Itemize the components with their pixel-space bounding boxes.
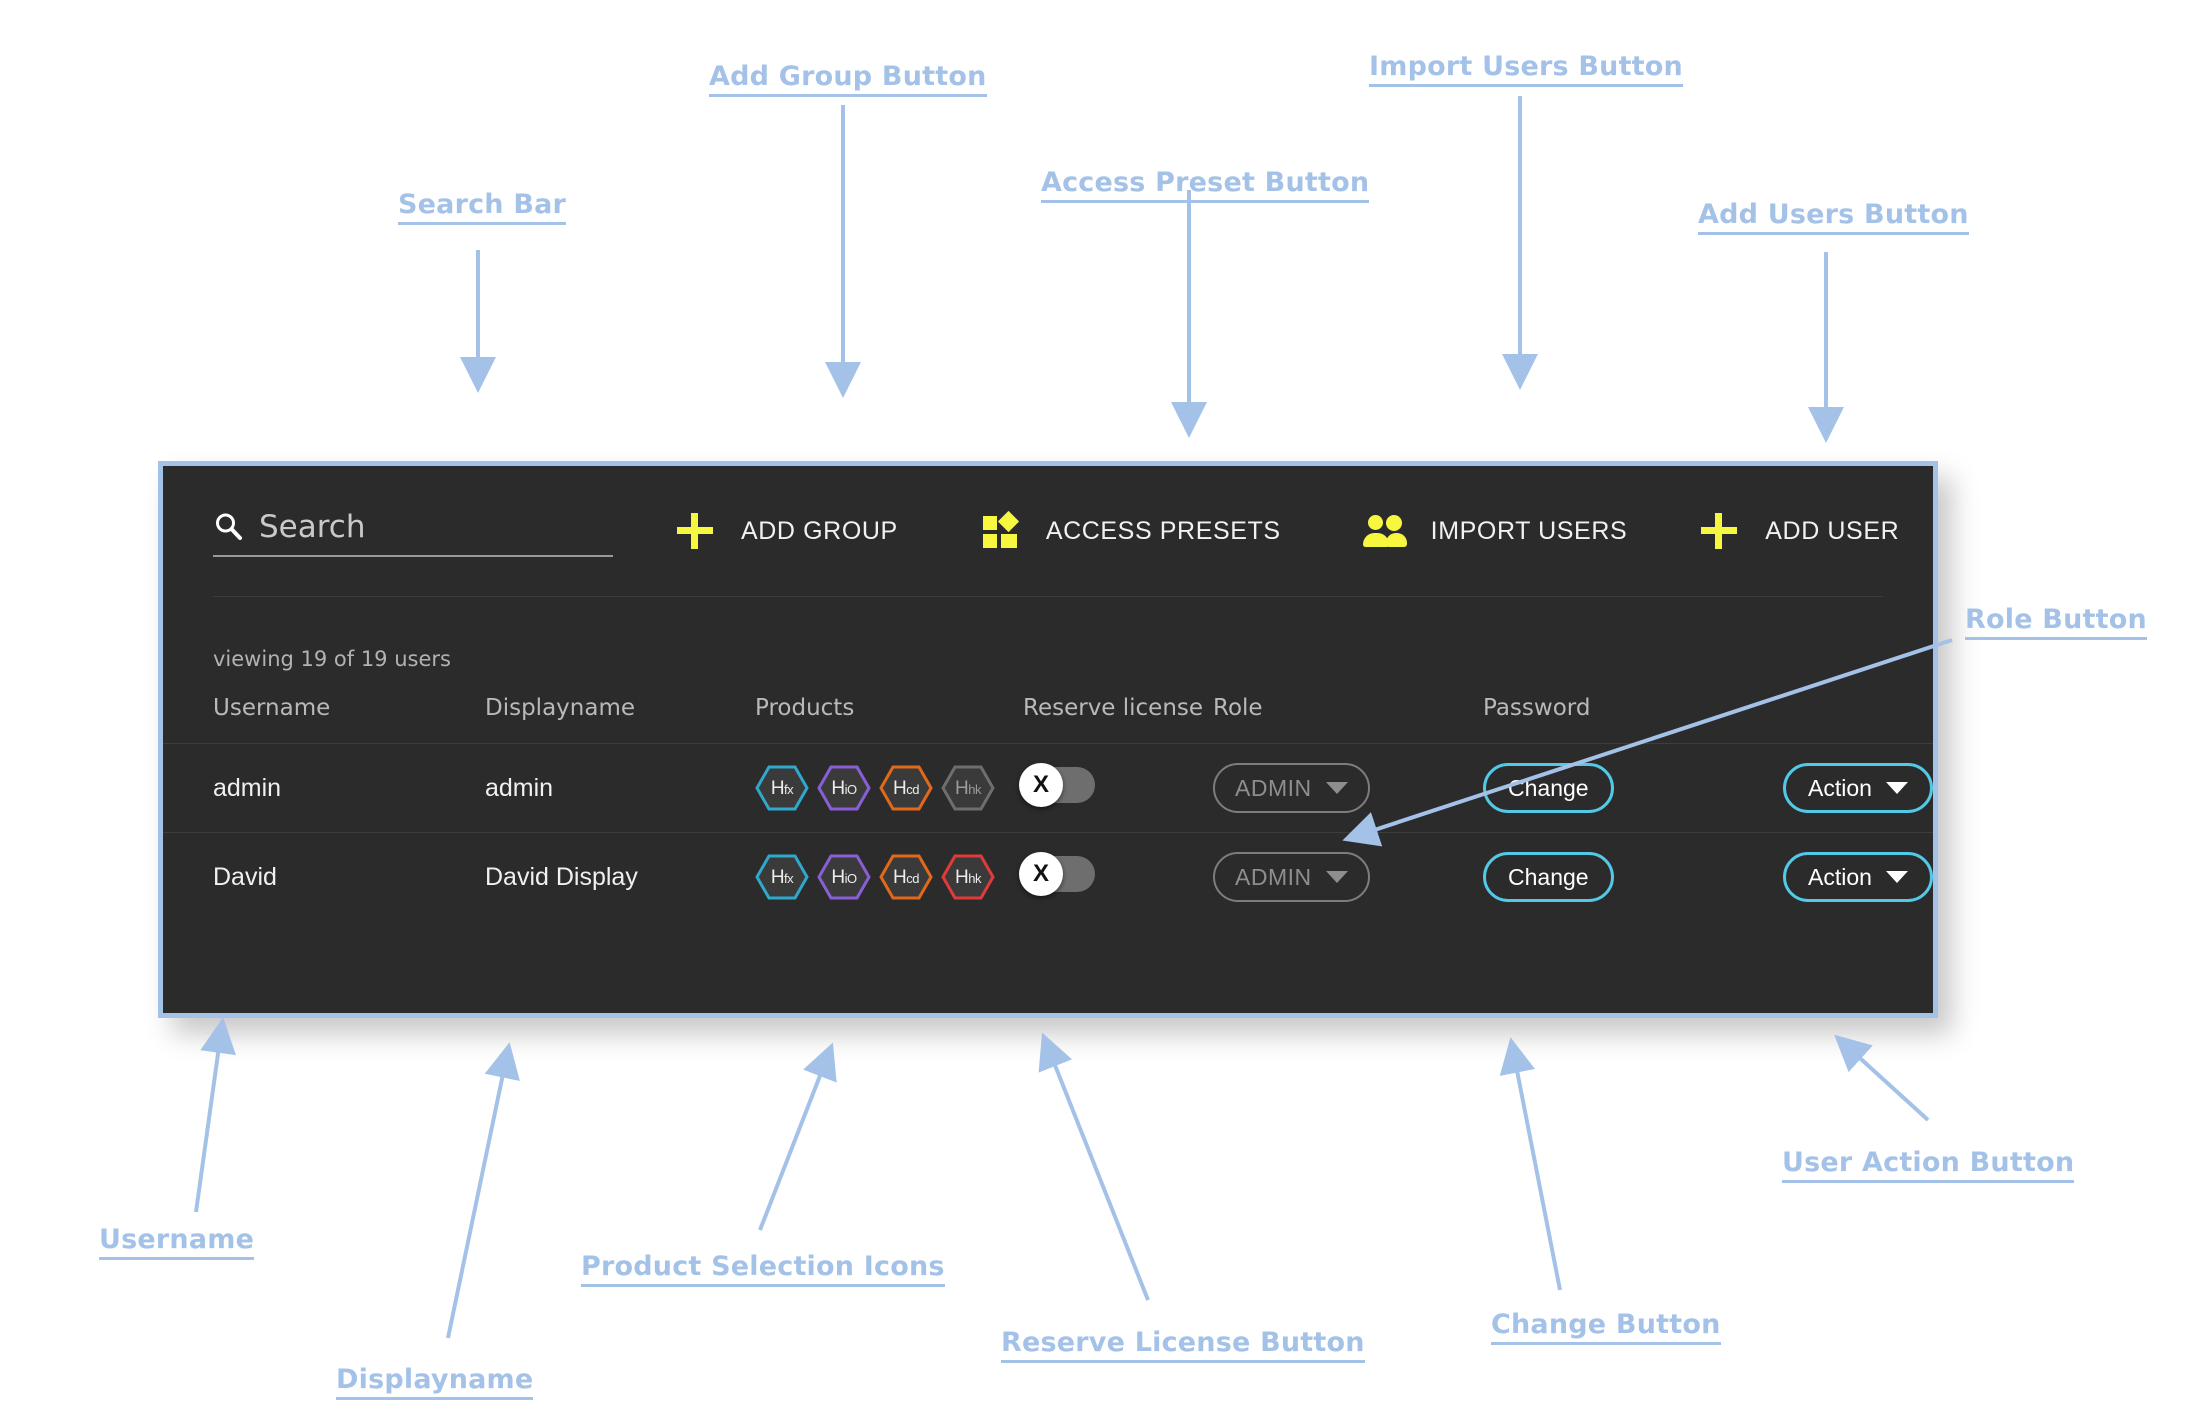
cell-displayname: David Display — [485, 862, 638, 891]
user-management-panel: Search ADD GROUP ACCESS PRESETS IMPORT U… — [158, 461, 1938, 1018]
annotation-change-button: Change Button — [1491, 1310, 1721, 1345]
chevron-down-icon — [1325, 871, 1348, 883]
add-group-button[interactable]: ADD GROUP — [671, 507, 898, 555]
cell-action: Action — [1783, 744, 1933, 833]
cell-action: Action — [1783, 833, 1933, 922]
people-icon — [1361, 507, 1409, 555]
header-reserve-license: Reserve license — [1023, 695, 1204, 721]
hexagon-shape — [941, 765, 995, 811]
product-icon-io[interactable]: HiO — [817, 853, 871, 901]
chevron-down-icon — [1325, 782, 1348, 794]
role-button[interactable]: ADMIN — [1213, 763, 1370, 813]
users-table: Username Displayname Products Reserve li… — [163, 695, 1933, 922]
access-presets-icon — [976, 507, 1024, 555]
hexagon-shape — [941, 854, 995, 900]
product-icon-fx[interactable]: Hfx — [755, 764, 809, 812]
chevron-down-icon — [1885, 782, 1908, 794]
header-products: Products — [755, 695, 855, 721]
cell-username: admin — [213, 773, 282, 802]
role-button[interactable]: ADMIN — [1213, 852, 1370, 902]
annotation-user-action-button: User Action Button — [1782, 1148, 2075, 1183]
action-label: Action — [1808, 863, 1872, 890]
table-header-row: Username Displayname Products Reserve li… — [163, 695, 1933, 744]
hexagon-shape — [817, 854, 871, 900]
header-username: Username — [213, 695, 331, 721]
reserve-license-toggle[interactable]: X — [1019, 851, 1095, 896]
product-icon-cd[interactable]: Hcd — [879, 853, 933, 901]
role-label: ADMIN — [1235, 863, 1312, 890]
role-label: ADMIN — [1235, 774, 1312, 801]
product-icon-cd[interactable]: Hcd — [879, 764, 933, 812]
cell-password: Change — [1483, 833, 1783, 922]
annotation-displayname: Displayname — [336, 1365, 534, 1400]
cell-role: ADMIN — [1213, 833, 1483, 922]
add-user-label: ADD USER — [1765, 516, 1900, 545]
hexagon-shape — [817, 765, 871, 811]
annotation-role-button: Role Button — [1965, 605, 2147, 640]
hexagon-shape — [879, 765, 933, 811]
import-users-button[interactable]: IMPORT USERS — [1361, 507, 1628, 555]
toggle-knob-x-icon: X — [1019, 851, 1063, 896]
search-bar[interactable]: Search — [213, 508, 613, 557]
reserve-license-toggle[interactable]: X — [1019, 762, 1095, 807]
hexagon-shape — [879, 854, 933, 900]
cell-role: ADMIN — [1213, 744, 1483, 833]
chevron-down-icon — [1885, 871, 1908, 883]
user-action-button[interactable]: Action — [1783, 763, 1933, 813]
annotation-add-users-button: Add Users Button — [1698, 200, 1969, 235]
toolbar-divider — [213, 596, 1883, 597]
change-label: Change — [1508, 863, 1589, 890]
access-presets-button[interactable]: ACCESS PRESETS — [976, 507, 1281, 555]
annotation-import-users-button: Import Users Button — [1369, 52, 1683, 87]
plus-icon — [671, 507, 719, 555]
annotation-add-group-button: Add Group Button — [709, 62, 987, 97]
change-password-button[interactable]: Change — [1483, 763, 1614, 813]
cell-reserve-license: X — [1019, 833, 1213, 922]
header-action — [1783, 695, 1933, 744]
access-presets-label: ACCESS PRESETS — [1045, 516, 1281, 545]
import-users-label: IMPORT USERS — [1430, 516, 1628, 545]
add-group-label: ADD GROUP — [741, 516, 898, 545]
search-icon — [213, 511, 243, 541]
toolbar: Search ADD GROUP ACCESS PRESETS IMPORT U… — [163, 466, 1933, 596]
change-label: Change — [1508, 774, 1589, 801]
hexagon-shape — [755, 765, 809, 811]
annotation-access-preset-button: Access Preset Button — [1041, 168, 1370, 203]
cell-reserve-license: X — [1019, 744, 1213, 833]
change-password-button[interactable]: Change — [1483, 852, 1614, 902]
search-input-placeholder[interactable]: Search — [259, 508, 366, 545]
product-icon-hk[interactable]: Hhk — [941, 853, 995, 901]
toggle-knob-x-icon: X — [1019, 762, 1063, 807]
product-icon-hk[interactable]: Hhk — [941, 764, 995, 812]
viewing-count: viewing 19 of 19 users — [213, 647, 451, 671]
product-icon-io[interactable]: HiO — [817, 764, 871, 812]
header-role: Role — [1213, 695, 1263, 721]
add-user-button[interactable]: ADD USER — [1695, 507, 1899, 555]
action-label: Action — [1808, 774, 1872, 801]
annotation-username: Username — [99, 1225, 255, 1260]
product-icon-fx[interactable]: Hfx — [755, 853, 809, 901]
cell-username: David — [213, 862, 277, 891]
hexagon-shape — [755, 854, 809, 900]
annotation-reserve-license-button: Reserve License Button — [1001, 1328, 1365, 1363]
header-password: Password — [1483, 695, 1591, 721]
header-displayname: Displayname — [485, 695, 636, 721]
user-action-button[interactable]: Action — [1783, 852, 1933, 902]
plus-icon — [1695, 507, 1743, 555]
annotation-search-bar: Search Bar — [398, 190, 567, 225]
annotation-product-selection-icons: Product Selection Icons — [581, 1252, 945, 1287]
cell-displayname: admin — [485, 773, 554, 802]
cell-password: Change — [1483, 744, 1783, 833]
